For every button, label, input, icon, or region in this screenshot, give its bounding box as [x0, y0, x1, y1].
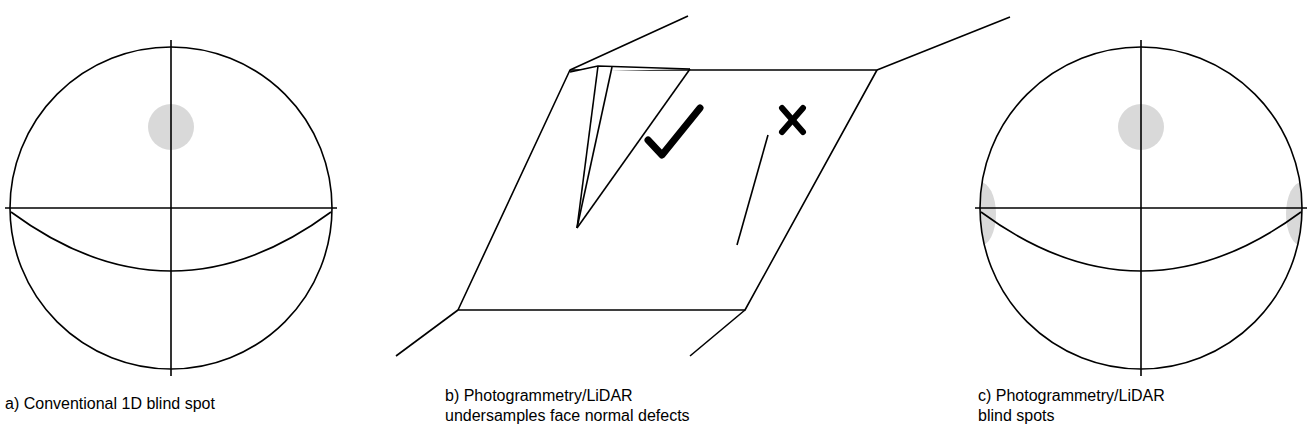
stereonet-c — [964, 40, 1312, 376]
panel-caption: a) Conventional 1D blind spot — [5, 394, 335, 414]
panel-caption: b) Photogrammetry/LiDAR undersamples fac… — [445, 386, 717, 426]
rock-face — [396, 16, 1010, 356]
stereonet-a — [5, 40, 337, 376]
panel-caption: c) Photogrammetry/LiDAR blind spots — [978, 386, 1202, 426]
